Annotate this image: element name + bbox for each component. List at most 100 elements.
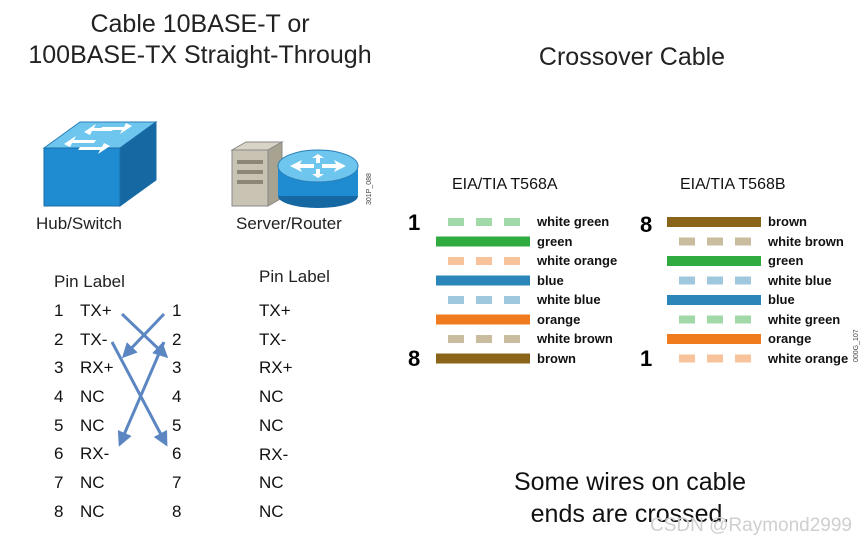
wire-label: white orange (768, 350, 849, 366)
list-item: NC (259, 473, 284, 493)
pin-label-right: Pin Label (259, 267, 330, 286)
hub-switch-label: Hub/Switch (36, 214, 122, 233)
watermark: CSDN @Raymond2999 (650, 515, 852, 536)
pin-label-left: Pin Label (54, 272, 125, 291)
t568b-wire-8-stripe (735, 354, 751, 363)
wire-label: orange (768, 331, 812, 346)
pin-number: 8 (54, 501, 64, 521)
server-router-label: Server/Router (236, 214, 342, 233)
t568b-labels: brown white brown green white blue blue … (768, 212, 848, 368)
pin-signal: RX+ (80, 358, 114, 378)
t568a-wire-7-stripe (448, 335, 464, 343)
wire-label: white orange (537, 253, 618, 268)
t568a-wire-3-stripe (476, 257, 492, 265)
left-title: Cable 10BASE-T or 100BASE-TX Straight-Th… (0, 9, 400, 71)
wire-label: blue (768, 292, 795, 307)
t568b-wire-3 (667, 256, 761, 266)
pin-number: 4 (54, 387, 64, 407)
t568a-wire-7-stripe (476, 335, 492, 343)
pin-signal: TX+ (80, 301, 112, 320)
device-tag: 301P_088 (366, 173, 373, 205)
t568b-title: EIA/TIA T568B (680, 176, 786, 193)
t568a-wire-7-stripe (504, 335, 520, 343)
list-item: TX- (259, 329, 287, 349)
arrow-tx-plus-back (121, 312, 166, 359)
pin-end: 2 (172, 329, 182, 349)
footer-line1: Some wires on cable (513, 468, 747, 496)
t568a-wire-5-stripe (476, 296, 492, 304)
wire-label: white green (768, 311, 841, 327)
pin-end: 6 (172, 444, 182, 464)
right-pin-list: TX+ TX- RX+ NC NC RX- NC NC (259, 297, 293, 527)
list-item: NC (259, 415, 284, 435)
pin-end: 4 (172, 387, 182, 407)
t568a-wire-4 (436, 275, 530, 286)
t568a-wire-6 (436, 314, 530, 325)
footer-line2: ends are crossed. (530, 500, 730, 528)
pin-end: 7 (172, 473, 182, 493)
arrow-tx-minus-back (117, 341, 166, 447)
t568a-last-pin: 8 (408, 346, 421, 371)
pin-end: 8 (172, 501, 182, 521)
pin-number: 5 (54, 415, 64, 435)
t568b-wire-8-stripe (679, 354, 695, 363)
t568b-wire-7 (667, 334, 761, 344)
pin-end: 3 (172, 358, 182, 378)
wire-label: white brown (537, 331, 613, 346)
t568a-wire-5-stripe (504, 296, 520, 304)
arrow-tx-plus-to-rx-plus (120, 312, 169, 359)
left-title-line1: Cable 10BASE-T or (90, 10, 310, 38)
list-item: RX- (259, 444, 289, 464)
pin-signal: NC (80, 415, 105, 435)
t568b-wire-4-stripe (707, 276, 723, 285)
wire-label: orange (537, 311, 581, 327)
pin-end: 1 (172, 301, 182, 320)
right-title: Crossover Cable (538, 43, 726, 71)
t568b-wire-2-stripe (707, 237, 723, 246)
t568b-first-pin: 8 (640, 212, 653, 237)
t568b-wire-5 (667, 295, 761, 305)
t568a-first-pin: 1 (408, 210, 421, 235)
arrow-tx-minus-to-rx-minus (110, 341, 168, 447)
pin-signal: NC (80, 501, 105, 521)
list-item: NC (259, 387, 284, 407)
list-item: NC (259, 501, 284, 521)
t568a-wire-5-stripe (448, 296, 464, 304)
t568a-wire-2 (436, 236, 530, 247)
wire-label: blue (537, 272, 564, 288)
pin-number: 6 (54, 444, 64, 464)
wire-label: white brown (768, 233, 844, 249)
t568b-wire-6-stripe (679, 315, 695, 324)
t568b-wire-2-stripe (679, 237, 695, 246)
t568b-wire-6-stripe (735, 315, 751, 324)
pin-signal: NC (80, 473, 105, 493)
left-title-line2: 100BASE-TX Straight-Through (28, 41, 372, 69)
t568b-wire-4-stripe (735, 276, 751, 285)
t568b-wire-8-stripe (707, 354, 723, 363)
wire-label: white blue (537, 292, 601, 307)
pin-number: 3 (54, 358, 64, 378)
t568a-wire-8 (436, 353, 530, 364)
side-tag: 000G_107 (853, 329, 860, 362)
pin-number: 7 (54, 473, 64, 493)
t568b-last-pin: 1 (640, 346, 653, 371)
pin-number: 1 (54, 301, 64, 320)
t568b-wire-1 (667, 217, 761, 227)
list-item: TX+ (259, 301, 291, 320)
t568b-wire-6-stripe (707, 315, 723, 324)
pin-number: 2 (54, 329, 64, 349)
pin-end: 5 (172, 415, 182, 435)
t568a-wire-1-stripe (448, 218, 464, 226)
footer-note: Some wires on cable ends are crossed. (490, 466, 770, 530)
wire-label: white blue (768, 272, 832, 288)
t568a-wire-1-stripe (504, 218, 520, 226)
list-item: RX+ (259, 358, 293, 378)
t568a-wire-3-stripe (504, 257, 520, 265)
wire-label: green (537, 233, 573, 249)
t568a-title: EIA/TIA T568A (452, 176, 558, 193)
pin-signal: TX- (80, 329, 108, 349)
